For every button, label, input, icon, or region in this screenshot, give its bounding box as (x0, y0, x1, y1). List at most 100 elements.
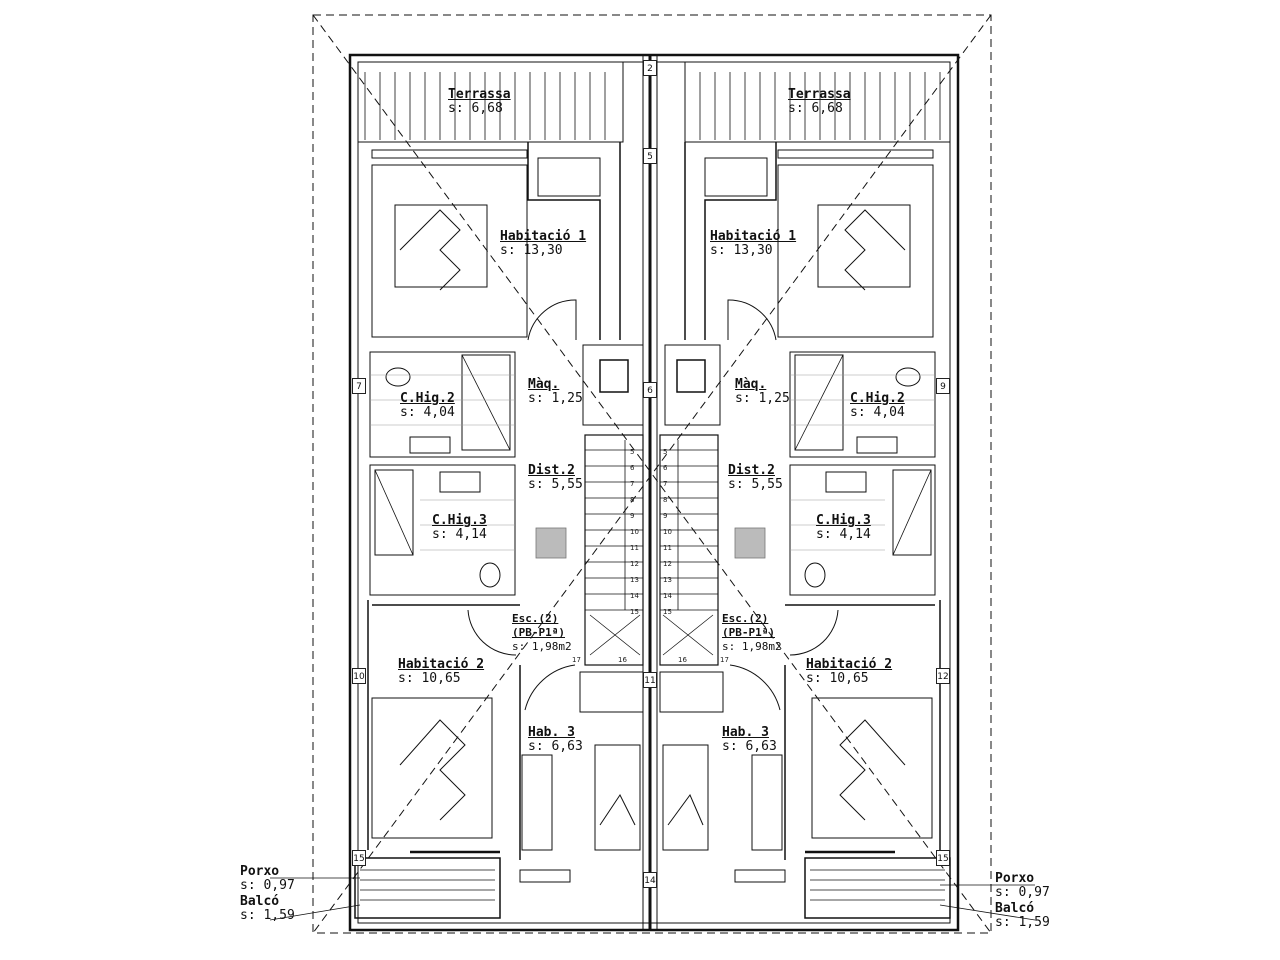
exterior-label-right: Porxo s: 0,97 Balcó s: 1,59 (995, 872, 1050, 930)
stair-step-number: 14 (630, 592, 639, 600)
bed-right-3 (662, 744, 709, 851)
stair-step-number: 10 (630, 528, 639, 536)
room-name-2: (PB-P1ª) (722, 626, 775, 639)
room-area: s: 4,04 (400, 405, 455, 420)
terrace-right-deck (699, 72, 941, 140)
terrace-left (357, 61, 624, 143)
roof-diagonal (312, 14, 992, 934)
room-label-hab3-left: Hab. 3 s: 6,63 (528, 726, 583, 754)
room-name: C.Hig.2 (850, 391, 905, 406)
room-area: s: 4,14 (816, 527, 871, 542)
bed-left-2 (371, 697, 493, 839)
bathroom-2-right (789, 351, 936, 458)
porxo-name: Porxo (240, 864, 280, 879)
room-area: s: 1,98m2 (512, 640, 572, 653)
room-area: s: 4,04 (850, 405, 905, 420)
balco-area: s: 1,59 (240, 908, 295, 923)
bathroom-3-left (369, 464, 516, 596)
room-name: Màq. (528, 377, 560, 392)
marker-7: 7 (352, 378, 366, 394)
room-name: C.Hig.3 (432, 513, 487, 528)
room-label-esc-left: Esc.(2) (PB-P1ª) s: 1,98m2 (512, 612, 572, 654)
room-area: s: 1,98m2 (722, 640, 782, 653)
roof-diagonal (312, 14, 992, 934)
stair-step-number: 13 (630, 576, 639, 584)
stair-step-number: 16 (678, 656, 687, 664)
bathroom-3-right (789, 464, 936, 596)
room-area: s: 13,30 (710, 243, 773, 258)
marker-12: 12 (936, 668, 950, 684)
stair-step-number: 5 (663, 448, 668, 456)
stair-step-number: 14 (663, 592, 672, 600)
room-name: Esc.(2) (722, 612, 769, 625)
stair-step-number: 13 (663, 576, 672, 584)
marker-5: 5 (643, 148, 657, 164)
stair-step-number: 8 (630, 496, 635, 504)
room-label-chig2-left: C.Hig.2 s: 4,04 (400, 392, 455, 420)
room-area: s: 10,65 (398, 671, 461, 686)
room-name: Màq. (735, 377, 767, 392)
bed-left-3 (594, 744, 641, 851)
terrace-left-deck (364, 72, 606, 140)
porxo-name: Porxo (995, 871, 1035, 886)
stair-step-number: 6 (630, 464, 635, 472)
room-label-esc-right: Esc.(2) (PB-P1ª) s: 1,98m2 (722, 612, 782, 654)
marker-11: 11 (643, 672, 657, 688)
bathroom-2-left (369, 351, 516, 458)
stair-step-number: 11 (630, 544, 639, 552)
room-area: s: 6,68 (788, 101, 843, 116)
room-label-dist2-left: Dist.2 s: 5,55 (528, 464, 583, 492)
stair-step-number: 5 (630, 448, 635, 456)
marker-6: 6 (643, 382, 657, 398)
room-area: s: 1,25 (528, 391, 583, 406)
room-label-hab3-right: Hab. 3 s: 6,63 (722, 726, 777, 754)
room-area: s: 4,14 (432, 527, 487, 542)
marker-10: 10 (352, 668, 366, 684)
stair-step-number: 9 (630, 512, 635, 520)
room-name: Habitació 1 (500, 229, 587, 244)
room-name: Habitació 1 (710, 229, 797, 244)
stair-step-number: 8 (663, 496, 668, 504)
room-label-hab1-right: Habitació 1 s: 13,30 (710, 230, 796, 258)
stair-step-number: 11 (663, 544, 672, 552)
room-name: Habitació 2 (398, 657, 485, 672)
room-label-maq-left: Màq. s: 1,25 (528, 378, 583, 406)
stair-step-number: 15 (663, 608, 672, 616)
stair-step-number: 12 (663, 560, 672, 568)
stair-step-number: 17 (572, 656, 581, 664)
room-area: s: 6,68 (448, 101, 503, 116)
room-name: Hab. 3 (528, 725, 575, 740)
stair-step-number: 16 (618, 656, 627, 664)
bed-right-2 (811, 697, 933, 839)
stair-step-number: 9 (663, 512, 668, 520)
marker-9: 9 (936, 378, 950, 394)
room-area: s: 6,63 (528, 739, 583, 754)
room-name: Habitació 2 (806, 657, 893, 672)
marker-15-left: 15 (352, 850, 366, 866)
stair-step-number: 12 (630, 560, 639, 568)
room-name: C.Hig.3 (816, 513, 871, 528)
room-label-chig3-right: C.Hig.3 s: 4,14 (816, 514, 871, 542)
room-label-maq-right: Màq. s: 1,25 (735, 378, 790, 406)
stair-left (584, 434, 644, 666)
room-name: Terrassa (448, 87, 511, 102)
room-area: s: 5,55 (728, 477, 783, 492)
room-area: s: 5,55 (528, 477, 583, 492)
room-label-terrassa-left: Terrassa s: 6,68 (448, 88, 511, 116)
room-area: s: 6,63 (722, 739, 777, 754)
balco-name: Balcó (995, 901, 1035, 916)
room-name: Dist.2 (728, 463, 775, 478)
room-name: Terrassa (788, 87, 851, 102)
room-label-terrassa-right: Terrassa s: 6,68 (788, 88, 851, 116)
stair-step-number: 6 (663, 464, 668, 472)
stair-step-number: 10 (663, 528, 672, 536)
marker-14: 14 (643, 872, 657, 888)
bed-left-1 (371, 164, 528, 338)
room-name: Dist.2 (528, 463, 575, 478)
room-area: s: 1,25 (735, 391, 790, 406)
porxo-area: s: 0,97 (240, 878, 295, 893)
balcony-left (354, 857, 501, 919)
balco-name: Balcó (240, 894, 280, 909)
room-label-chig3-left: C.Hig.3 s: 4,14 (432, 514, 487, 542)
